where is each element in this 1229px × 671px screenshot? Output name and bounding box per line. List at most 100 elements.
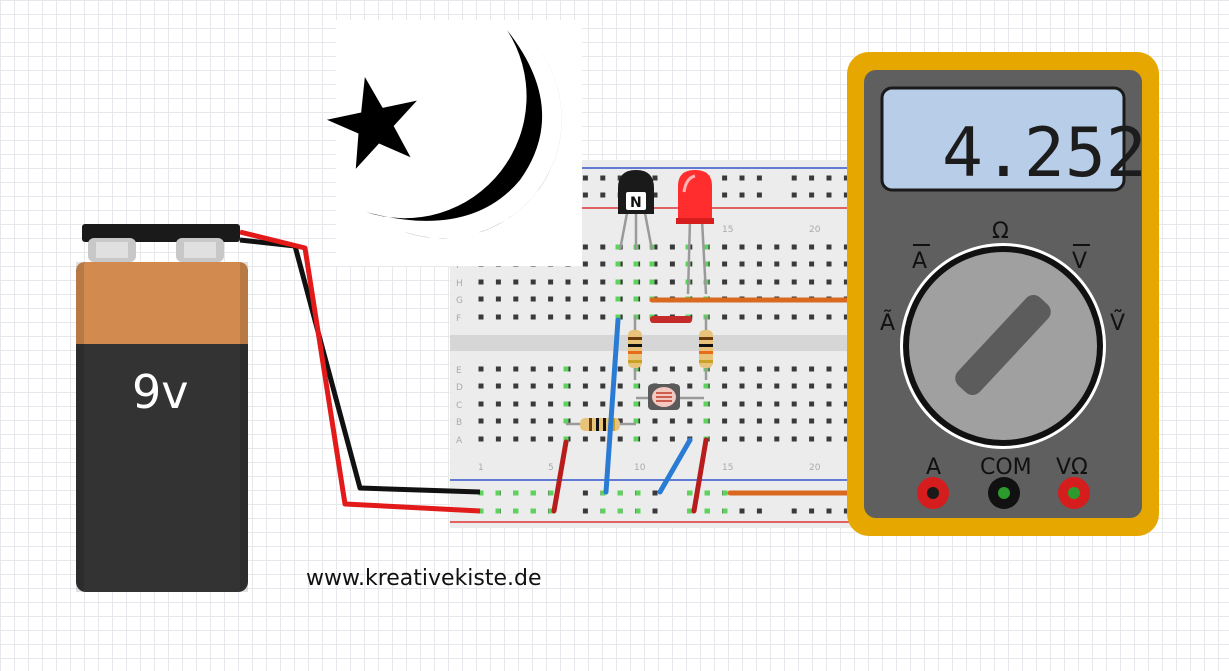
breadboard-hole bbox=[722, 244, 728, 250]
breadboard-hole bbox=[826, 366, 832, 372]
rail-hole bbox=[756, 175, 762, 181]
svg-text:N: N bbox=[630, 195, 642, 211]
breadboard-hole bbox=[756, 436, 762, 442]
breadboard-hole bbox=[548, 366, 554, 372]
breadboard-hole bbox=[513, 418, 519, 424]
breadboard-hole bbox=[843, 383, 849, 389]
breadboard-hole bbox=[478, 296, 484, 302]
breadboard-hole bbox=[565, 279, 571, 285]
connected-hole bbox=[649, 261, 655, 267]
breadboard-hole bbox=[548, 296, 554, 302]
breadboard-hole bbox=[617, 366, 623, 372]
wire-red bbox=[691, 437, 709, 514]
breadboard-hole bbox=[722, 314, 728, 320]
breadboard-hole bbox=[582, 436, 588, 442]
breadboard-hole bbox=[478, 401, 484, 407]
breadboard-hole bbox=[739, 436, 745, 442]
rail-hole bbox=[809, 192, 815, 198]
connected-hole bbox=[615, 261, 621, 267]
breadboard-hole bbox=[478, 383, 484, 389]
breadboard-hole bbox=[722, 261, 728, 267]
breadboard-hole bbox=[495, 401, 501, 407]
breadboard-hole bbox=[826, 401, 832, 407]
rail-hole bbox=[739, 175, 745, 181]
connected-hole bbox=[563, 436, 569, 442]
breadboard-hole bbox=[809, 436, 815, 442]
battery-label: 9v bbox=[132, 365, 189, 419]
connected-hole bbox=[633, 261, 639, 267]
moon-star-icon bbox=[326, 20, 582, 266]
rail-hole bbox=[582, 508, 588, 514]
breadboard-hole bbox=[774, 436, 780, 442]
breadboard-hole bbox=[843, 418, 849, 424]
connected-hole bbox=[563, 401, 569, 407]
wire-blue bbox=[603, 317, 621, 495]
breadboard-hole bbox=[617, 418, 623, 424]
column-number: 1 bbox=[478, 463, 484, 473]
connected-hole bbox=[703, 261, 709, 267]
breadboard-hole bbox=[582, 401, 588, 407]
breadboard-hole bbox=[495, 314, 501, 320]
star-shape bbox=[326, 76, 417, 169]
breadboard-hole bbox=[513, 383, 519, 389]
breadboard-hole bbox=[513, 279, 519, 285]
connected-hole bbox=[703, 244, 709, 250]
rail-hole bbox=[652, 508, 658, 514]
breadboard-hole bbox=[756, 418, 762, 424]
breadboard-hole bbox=[809, 366, 815, 372]
photoresistor bbox=[636, 384, 704, 410]
breadboard-hole bbox=[513, 436, 519, 442]
connected-hole bbox=[600, 490, 606, 496]
breadboard-hole bbox=[739, 418, 745, 424]
breadboard-hole bbox=[739, 279, 745, 285]
website-url[interactable]: www.kreativekiste.de bbox=[306, 566, 542, 591]
breadboard-hole bbox=[652, 244, 658, 250]
breadboard-hole bbox=[826, 418, 832, 424]
jack-label-com: COM bbox=[980, 455, 1032, 480]
breadboard-hole bbox=[530, 296, 536, 302]
row-label: B bbox=[456, 418, 462, 428]
breadboard-hole bbox=[791, 279, 797, 285]
connected-hole bbox=[548, 508, 554, 514]
connected-hole bbox=[530, 508, 536, 514]
connected-hole bbox=[687, 490, 693, 496]
breadboard-hole bbox=[774, 279, 780, 285]
breadboard-hole bbox=[548, 401, 554, 407]
breadboard-hole bbox=[582, 279, 588, 285]
connected-hole bbox=[600, 508, 606, 514]
wire-blue bbox=[657, 437, 693, 495]
breadboard-hole bbox=[843, 366, 849, 372]
dial-label-dc-amps: A bbox=[912, 249, 927, 274]
battery-cap bbox=[82, 224, 240, 242]
breadboard-hole bbox=[600, 296, 606, 302]
rail-hole bbox=[791, 192, 797, 198]
breadboard-hole bbox=[548, 418, 554, 424]
breadboard-hole bbox=[513, 401, 519, 407]
wire-black bbox=[239, 237, 481, 495]
breadboard-hole bbox=[565, 296, 571, 302]
rail-hole bbox=[791, 508, 797, 514]
row-label: G bbox=[456, 296, 463, 306]
breadboard-hole bbox=[756, 279, 762, 285]
breadboard-center-channel bbox=[450, 335, 860, 351]
breadboard-hole bbox=[513, 296, 519, 302]
connected-hole bbox=[704, 490, 710, 496]
breadboard-hole bbox=[652, 436, 658, 442]
battery-top-band bbox=[76, 262, 248, 344]
column-number: 20 bbox=[809, 225, 821, 235]
breadboard-hole bbox=[530, 383, 536, 389]
breadboard-hole bbox=[600, 244, 606, 250]
rail-hole bbox=[652, 175, 658, 181]
connected-hole bbox=[478, 508, 484, 514]
column-number: 20 bbox=[809, 463, 821, 473]
breadboard-hole bbox=[843, 261, 849, 267]
breadboard-hole bbox=[617, 436, 623, 442]
breadboard-hole bbox=[756, 366, 762, 372]
breadboard-hole bbox=[826, 261, 832, 267]
breadboard-hole bbox=[600, 436, 606, 442]
connected-hole bbox=[615, 244, 621, 250]
battery-body bbox=[76, 262, 248, 592]
breadboard-hole bbox=[774, 261, 780, 267]
connected-hole bbox=[635, 508, 641, 514]
breadboard-hole bbox=[791, 261, 797, 267]
